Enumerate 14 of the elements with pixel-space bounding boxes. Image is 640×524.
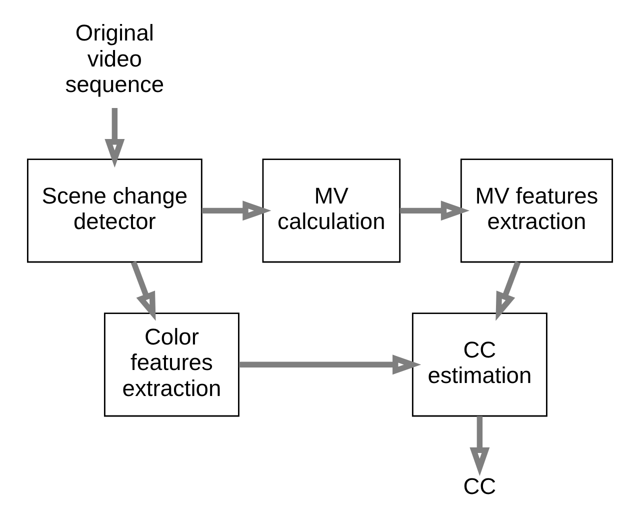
arrow [104,108,125,168]
node-box: Color features extraction [104,312,240,417]
node-box: MV calculation [262,158,401,263]
arrow [496,261,521,321]
arrow [470,416,490,476]
arrow [400,200,470,221]
node-text: CC [463,473,496,500]
node-box: Scene change detector [27,158,202,263]
arrow [202,200,272,221]
node-text: Original video sequence [65,20,164,98]
arrow [239,354,422,375]
node-box: MV features extraction [460,158,613,263]
arrow [130,261,156,321]
node-box: CC estimation [412,312,548,417]
